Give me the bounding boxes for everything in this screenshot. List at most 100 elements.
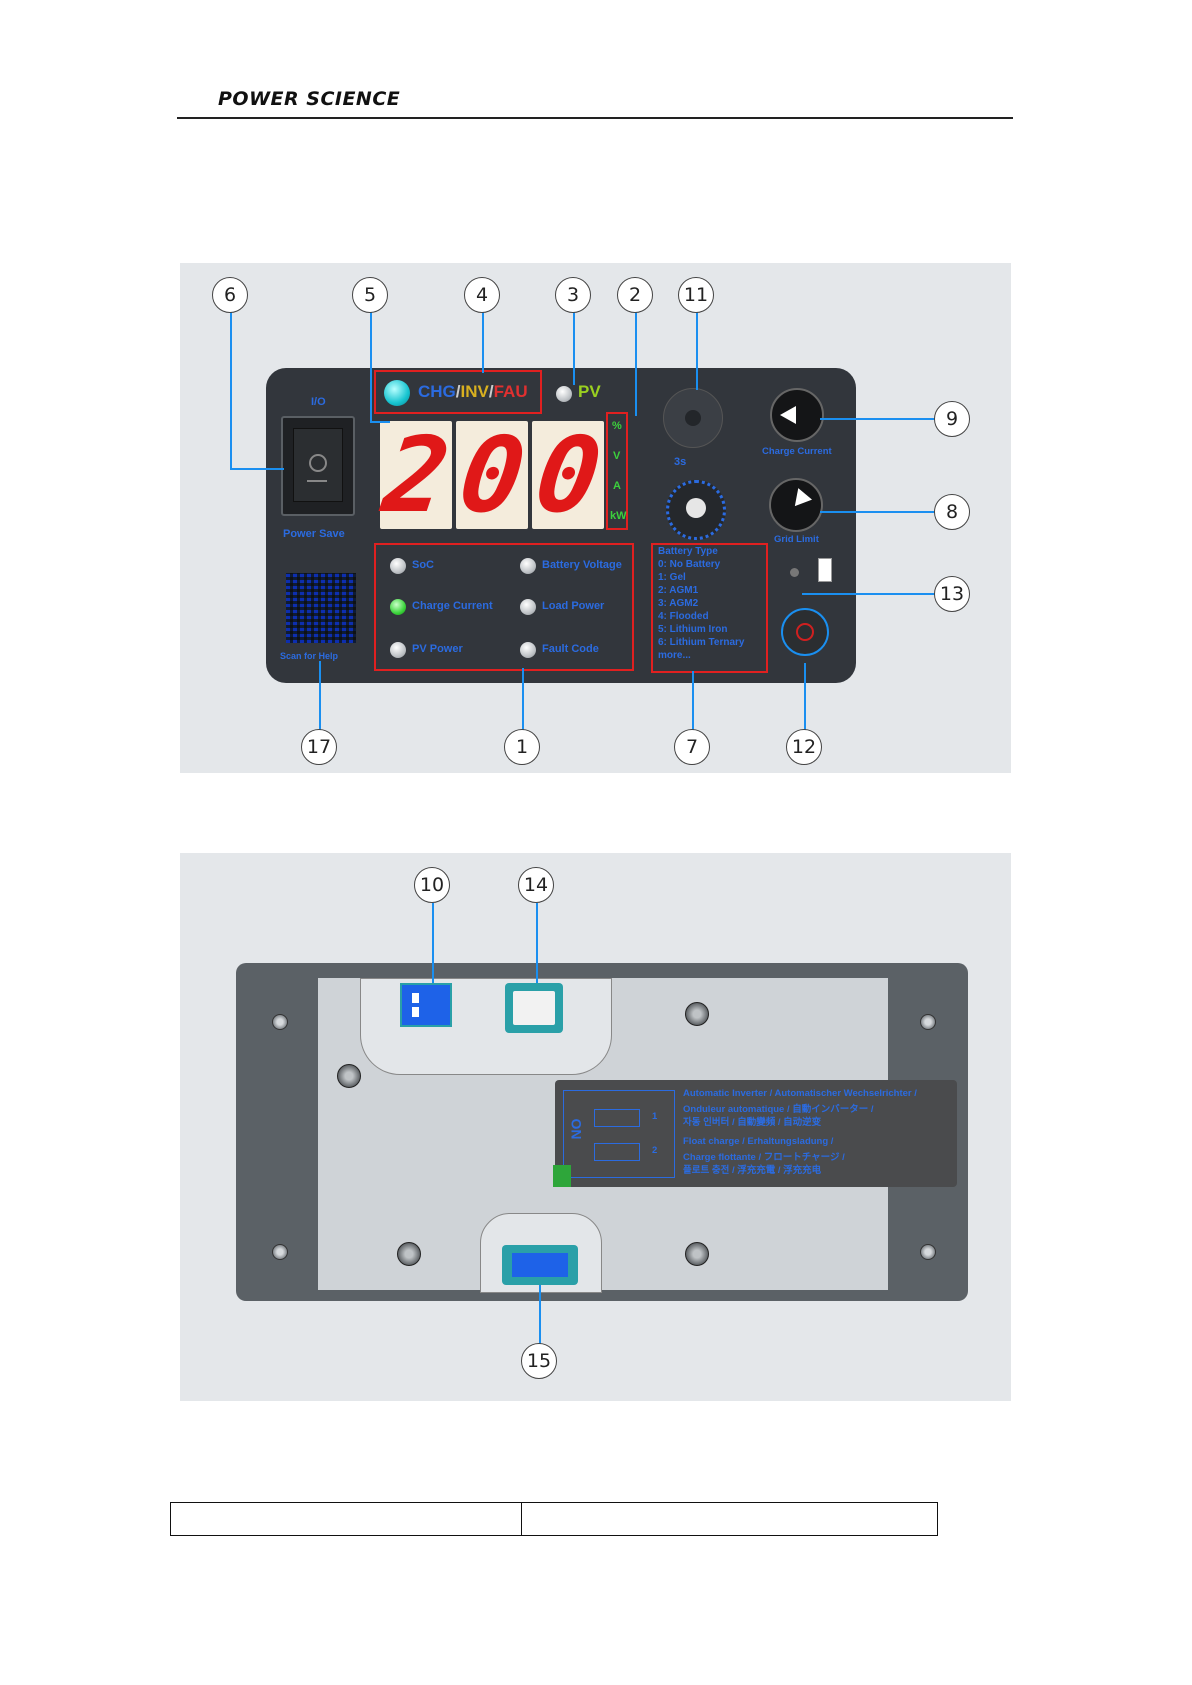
unit-volt: V [613, 450, 621, 462]
header-rule [177, 117, 1013, 119]
inv-label: INV [460, 382, 489, 401]
brand-logo: POWER SCIENCE [218, 88, 401, 110]
dip-switch[interactable] [400, 983, 452, 1027]
callout-9: 9 [934, 401, 970, 437]
units-highlight-box [606, 412, 628, 530]
battery-type-item: 4: Flooded [658, 611, 709, 622]
callout-8: 8 [934, 494, 970, 530]
dip-1-label: 1 [652, 1111, 658, 1122]
battery-type-item: more... [658, 650, 691, 661]
callout-1: 1 [504, 729, 540, 765]
bottom-port[interactable] [502, 1245, 578, 1285]
rear-panel-figure: ON 1 2 Automatic Inverter / Automatische… [180, 853, 1011, 1401]
battery-type-title: Battery Type [658, 546, 718, 557]
label-line-6: 플로트 충전 / 浮充充電 / 浮充充电 [683, 1165, 822, 1176]
dip-diagram: ON 1 2 [563, 1090, 675, 1178]
mode-highlight-box [374, 370, 542, 414]
pv-label: PV [578, 382, 601, 401]
charge-current-dial-label: Charge Current [762, 446, 832, 457]
callout-11: 11 [678, 277, 714, 313]
front-panel: I/O Power Save Scan for Help CHG/INV/FAU… [266, 368, 856, 683]
load-power-led [520, 599, 536, 615]
battery-type-item: 0: No Battery [658, 559, 721, 570]
callout-6: 6 [212, 277, 248, 313]
unit-amp: A [613, 480, 621, 492]
mode-labels: CHG/INV/FAU [418, 382, 528, 402]
unit-percent: % [612, 420, 622, 432]
pv-led [556, 386, 572, 402]
fau-label: FAU [493, 382, 528, 401]
charge-current-dial[interactable] [770, 388, 824, 442]
label-line-3: 자동 인버터 / 自動變頻 / 自动逆变 [683, 1117, 822, 1128]
qr-code [286, 573, 356, 643]
label-line-5: Charge flottante / フロートチャージ / [683, 1152, 845, 1163]
front-panel-figure: I/O Power Save Scan for Help CHG/INV/FAU… [180, 263, 1011, 773]
table-cell [521, 1502, 938, 1536]
battery-type-knob[interactable] [663, 388, 723, 448]
screw-large [685, 1242, 709, 1266]
screw-large [337, 1064, 361, 1088]
qr-label: Scan for Help [280, 651, 339, 661]
power-save-label: Power Save [283, 528, 345, 540]
callout-14: 14 [518, 867, 554, 903]
fault-code-led [520, 642, 536, 658]
indicators-highlight-box [374, 543, 634, 671]
battery-voltage-led [520, 558, 536, 574]
screw [920, 1014, 936, 1030]
soc-label: SoC [412, 559, 434, 571]
charge-current-led [390, 599, 406, 615]
callout-3: 3 [555, 277, 591, 313]
grid-limit-dial-label: Grid Limit [774, 534, 819, 545]
mode-sep-1: / [455, 382, 461, 401]
callout-15: 15 [521, 1343, 557, 1379]
callout-13: 13 [934, 576, 970, 612]
soc-led [390, 558, 406, 574]
mode-sep-2: / [488, 382, 494, 401]
comm-port[interactable] [505, 983, 563, 1033]
label-line-4: Float charge / Erhaltungsladung / [683, 1136, 834, 1147]
spec-table [170, 1502, 938, 1536]
battery-type-box [651, 543, 768, 673]
callout-17: 17 [301, 729, 337, 765]
label-line-2: Onduleur automatique / 自動インバーター / [683, 1104, 874, 1115]
callout-10: 10 [414, 867, 450, 903]
display-digit-3: 0 [528, 414, 608, 536]
battery-type-item: 6: Lithium Ternary [658, 637, 745, 648]
battery-type-item: 3: AGM2 [658, 598, 699, 609]
dip-2-label: 2 [652, 1145, 658, 1156]
charge-current-label: Charge Current [412, 600, 493, 612]
screw-large [685, 1002, 709, 1026]
load-power-label: Load Power [542, 600, 605, 612]
status-dot [790, 568, 799, 577]
pv-power-label: PV Power [412, 643, 463, 655]
battery-type-rotary[interactable] [666, 480, 726, 540]
dip-on-label: ON [568, 1118, 585, 1140]
callout-4: 4 [464, 277, 500, 313]
top-recess [360, 978, 612, 1075]
power-switch[interactable] [281, 416, 355, 516]
chg-label: CHG [418, 382, 456, 401]
screw [272, 1014, 288, 1030]
battery-type-list: Battery Type 0: No Battery 1: Gel 2: AGM… [658, 545, 745, 662]
battery-type-item: 1: Gel [658, 572, 686, 583]
battery-type-item: 5: Lithium Iron [658, 624, 728, 635]
screw [920, 1244, 936, 1260]
small-port [818, 558, 832, 582]
callout-12: 12 [786, 729, 822, 765]
grid-limit-dial[interactable] [769, 478, 823, 532]
display-digit-1: 2 [376, 414, 456, 536]
battery-type-knob-label: 3s [674, 456, 687, 468]
label-line-1: Automatic Inverter / Automatischer Wechs… [683, 1088, 917, 1099]
screw-large [397, 1242, 421, 1266]
power-button[interactable] [781, 608, 829, 656]
dip-instruction-label: ON 1 2 Automatic Inverter / Automatische… [555, 1080, 957, 1187]
display-digit-2: 0 [452, 414, 532, 536]
mode-led [384, 380, 410, 406]
callout-5: 5 [352, 277, 388, 313]
callout-7: 7 [674, 729, 710, 765]
callout-2: 2 [617, 277, 653, 313]
screw [272, 1244, 288, 1260]
table-cell [170, 1502, 522, 1536]
pv-power-led [390, 642, 406, 658]
battery-type-item: 2: AGM1 [658, 585, 699, 596]
